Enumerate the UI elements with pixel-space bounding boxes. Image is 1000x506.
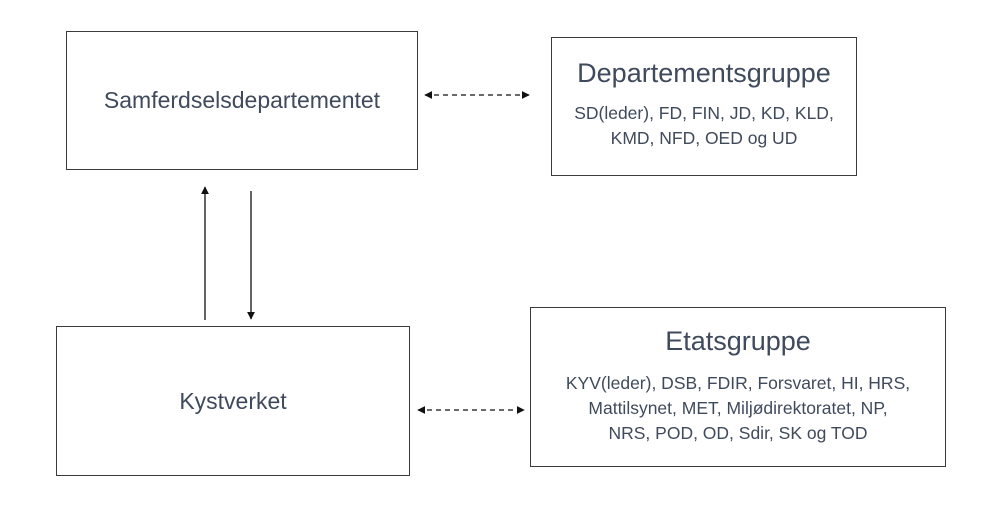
samferdselsdepartementet-box: Samferdselsdepartementet — [66, 31, 418, 170]
departementsgruppe-members: SD(leder), FD, FIN, JD, KD, KLD, KMD, NF… — [574, 103, 834, 148]
samferdselsdepartementet-label: Samferdselsdepartementet — [103, 87, 381, 113]
departementsgruppe-box: Departementsgruppe SD(leder), FD, FIN, J… — [551, 37, 857, 176]
etatsgruppe-members: KYV(leder), DSB, FDIR, Forsvaret, HI, HR… — [565, 373, 911, 443]
etatsgruppe-title: Etatsgruppe — [665, 326, 811, 356]
kystverket-label: Kystverket — [179, 387, 287, 414]
etatsgruppe-box: Etatsgruppe KYV(leder), DSB, FDIR, Forsv… — [530, 307, 946, 467]
kystverket-box: Kystverket — [56, 326, 410, 476]
departementsgruppe-title: Departementsgruppe — [577, 58, 831, 88]
